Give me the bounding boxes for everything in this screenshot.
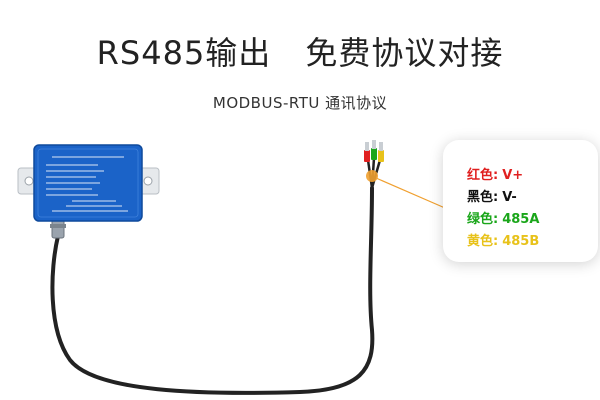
page-title: RS485输出免费协议对接 [0,28,600,74]
wire-yellow-row: 黄色:485B [467,230,539,249]
wire-black-value: V- [502,190,517,205]
title-part-protocol: 免费协议对接 [305,34,504,72]
wire-red-label: 红色: [467,168,499,183]
red-terminal [364,150,370,162]
wire-yellow-value: 485B [502,234,540,249]
wire-black-label: 黑色: [467,190,499,205]
sensor-cable [50,186,375,395]
title-part-output: RS485输出 [96,34,272,72]
page-subtitle: MODBUS-RTU 通讯协议 [212,94,388,112]
callout-dot [366,170,378,182]
callout-leader [375,177,446,209]
wiring-legend-card: 红色:V+ 黑色:V- 绿色:485A 黄色:485B [443,140,598,262]
wire-red-value: V+ [502,168,524,183]
device-label-lines [46,156,128,212]
wire-green-value: 485A [502,212,540,227]
wire-green-label: 绿色: [467,212,499,227]
green-terminal [371,148,377,160]
yellow-terminal [378,150,384,162]
wire-yellow-label: 黄色: [467,234,499,249]
wire-black-row: 黑色:V- [467,186,517,205]
wire-red-row: 红色:V+ [467,164,523,183]
wire-green-row: 绿色:485A [467,208,539,227]
